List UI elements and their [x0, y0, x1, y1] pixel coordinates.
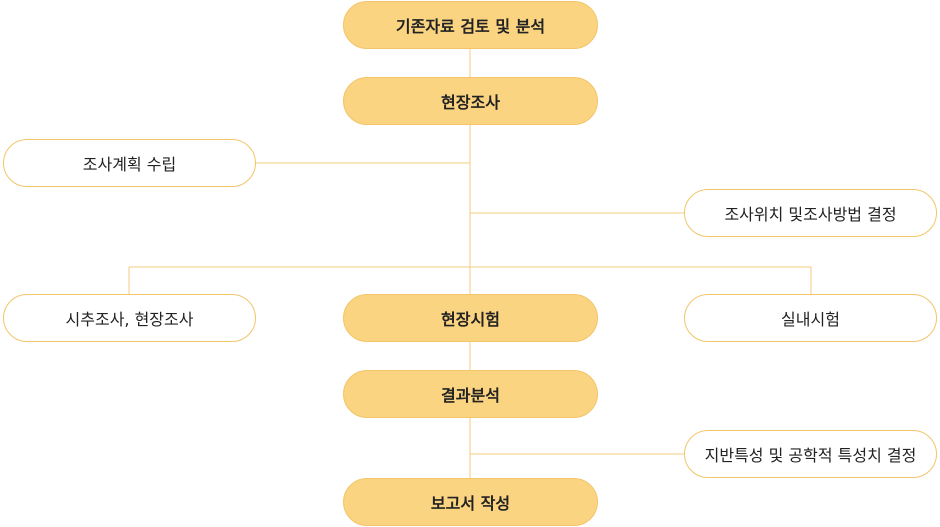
side-label: 조사계획 수립 [82, 155, 177, 174]
step-label: 보고서 작성 [430, 494, 511, 513]
step-label: 현장시험 [441, 310, 500, 329]
side-label: 조사위치 및조사방법 결정 [724, 205, 897, 224]
side-lab-test: 실내시험 [684, 294, 937, 342]
step-field-test: 현장시험 [343, 294, 598, 342]
side-label: 시추조사, 현장조사 [65, 310, 194, 329]
step-label: 결과분석 [441, 386, 500, 405]
step-label: 현장조사 [441, 93, 500, 112]
side-label: 지반특성 및 공학적 특성치 결정 [704, 446, 917, 465]
step-label: 기존자료 검토 및 분석 [395, 17, 546, 36]
side-label: 실내시험 [781, 310, 840, 329]
step-result-analysis: 결과분석 [343, 370, 598, 418]
side-test-drilling: 시추조사, 현장조사 [3, 294, 256, 342]
side-location-method: 조사위치 및조사방법 결정 [684, 189, 937, 237]
step-field-survey: 현장조사 [343, 77, 598, 125]
side-survey-plan: 조사계획 수립 [3, 139, 256, 187]
side-ground-properties: 지반특성 및 공학적 특성치 결정 [684, 430, 937, 478]
step-existing-data-review: 기존자료 검토 및 분석 [343, 1, 598, 49]
step-report-writing: 보고서 작성 [343, 478, 598, 526]
